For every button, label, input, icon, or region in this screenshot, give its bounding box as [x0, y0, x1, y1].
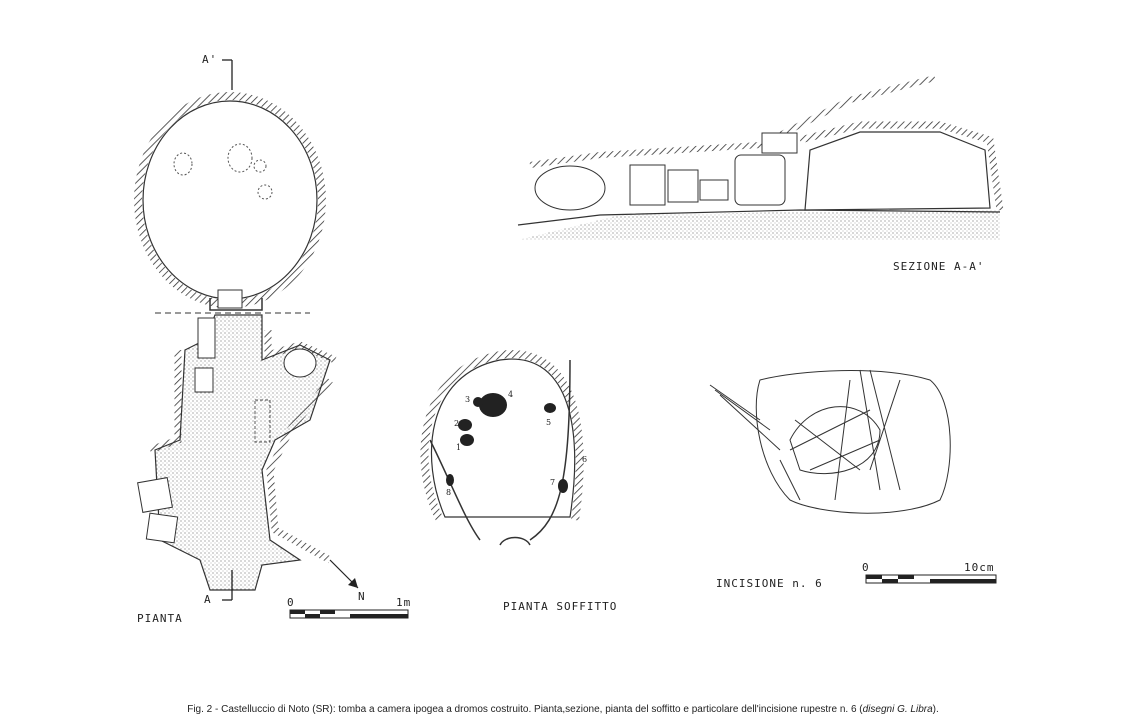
ceiling-plan-drawing: 1 2 3 4 5 6 7 8 PIANTA SOFFITTO: [420, 350, 617, 613]
plan-label: PIANTA: [137, 612, 183, 625]
ceiling-markers: 1 2 3 4 5 6 7 8: [446, 390, 587, 497]
figure-caption: Fig. 2 - Castelluccio di Noto (SR): tomb…: [0, 704, 1126, 715]
engraving-scale-bar: 0 10cm: [862, 561, 997, 584]
section-label: SEZIONE A-A': [893, 260, 984, 273]
scale-start: 0: [287, 596, 295, 609]
svg-text:10cm: 10cm: [964, 561, 995, 574]
plan-scale-bar: 0 1m: [287, 596, 411, 619]
ceiling-plan-label: PIANTA SOFFITTO: [503, 600, 617, 613]
svg-text:5: 5: [546, 418, 551, 427]
svg-text:3: 3: [465, 395, 470, 404]
svg-text:7: 7: [550, 478, 555, 487]
svg-text:2: 2: [454, 419, 459, 428]
engraving-drawing: INCISIONE n. 6 0 10cm: [709, 369, 997, 590]
north-arrow-label: N: [358, 590, 366, 603]
section-drawing: SEZIONE A-A': [517, 75, 1004, 273]
section-marker-top: A': [202, 53, 217, 66]
svg-text:0: 0: [862, 561, 870, 574]
svg-text:1: 1: [456, 443, 461, 452]
svg-text:6: 6: [582, 455, 587, 464]
plan-drawing: A' A N PIANTA 0 1m: [134, 53, 411, 625]
caption-text: Fig. 2 - Castelluccio di Noto (SR): tomb…: [187, 704, 863, 715]
engraving-label: INCISIONE n. 6: [716, 577, 823, 590]
caption-credit: disegni G. Libra: [862, 704, 933, 715]
caption-end: ).: [932, 704, 939, 715]
svg-text:4: 4: [508, 390, 513, 399]
scale-end: 1m: [396, 596, 411, 609]
section-marker-bottom: A: [204, 593, 212, 606]
svg-text:8: 8: [446, 488, 451, 497]
